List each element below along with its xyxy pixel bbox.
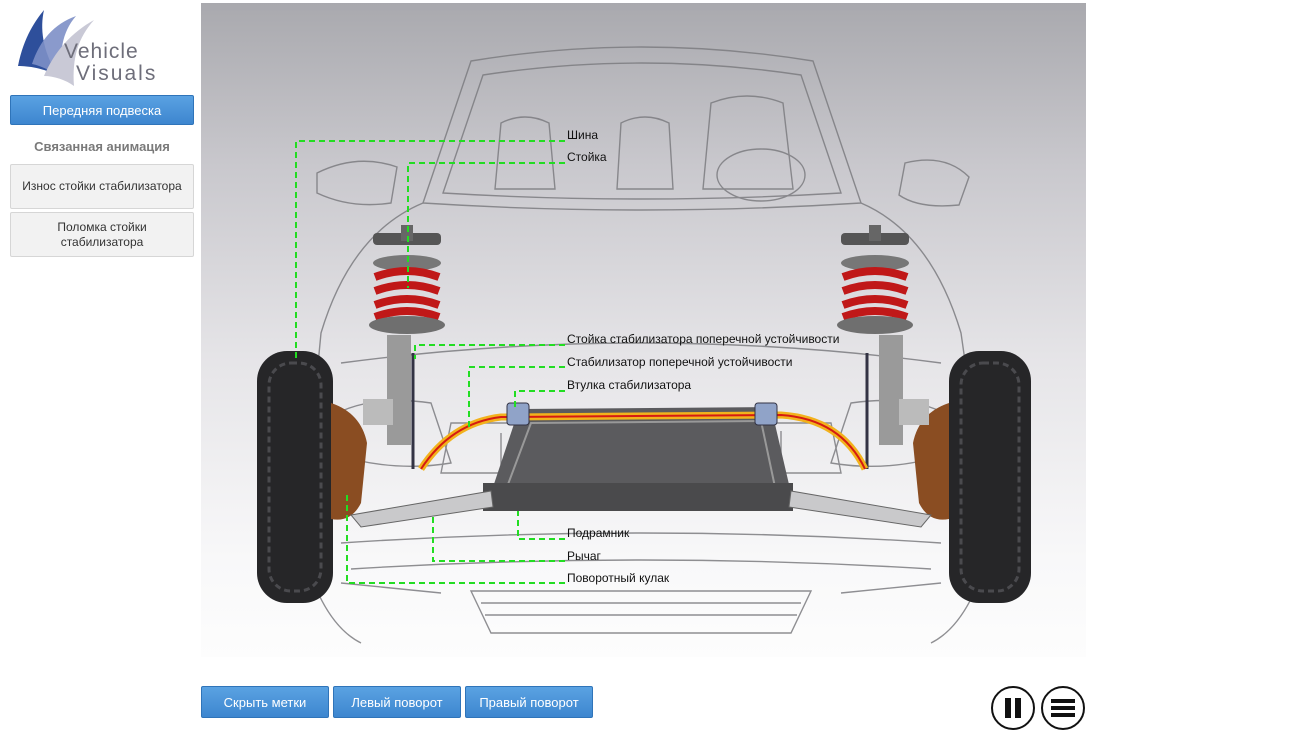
pause-icon <box>1005 698 1021 718</box>
brand-line2: Visuals <box>76 62 157 85</box>
left-tire-graphic <box>257 351 333 603</box>
right-tire-graphic <box>949 351 1031 603</box>
turn-right-button[interactable]: Правый поворот <box>465 686 593 718</box>
left-strut-graphic <box>363 225 445 445</box>
front-suspension-button[interactable]: Передняя подвеска <box>10 95 194 125</box>
suspension-viewer[interactable]: Шина Стойка Стойка стабилизатора попереч… <box>201 3 1086 657</box>
brand-line1: Vehicle <box>64 40 139 63</box>
pause-button[interactable] <box>991 686 1035 730</box>
turn-left-button[interactable]: Левый поворот <box>333 686 461 718</box>
hide-labels-button[interactable]: Скрыть метки <box>201 686 329 718</box>
leader-lines <box>295 140 565 584</box>
label-subframe[interactable]: Подрамник <box>567 526 630 540</box>
subframe-graphic <box>483 407 793 511</box>
menu-button[interactable] <box>1041 686 1085 730</box>
label-strut[interactable]: Стойка <box>567 150 607 164</box>
label-bushing[interactable]: Втулка стабилизатора <box>567 378 692 392</box>
sway-link-wear-button[interactable]: Износ стойки стабилизатора <box>10 164 194 209</box>
menu-icon <box>1051 699 1075 717</box>
label-arm[interactable]: Рычаг <box>567 549 601 563</box>
vehicle-visuals-logo: Vehicle Visuals <box>14 6 194 90</box>
label-sway-bar[interactable]: Стабилизатор поперечной устойчивости <box>567 355 793 369</box>
label-knuckle[interactable]: Поворотный кулак <box>567 571 670 585</box>
sway-link-failure-button[interactable]: Поломка стойки стабилизатора <box>10 212 194 257</box>
related-animation-heading: Связанная анимация <box>34 139 170 154</box>
label-tire[interactable]: Шина <box>567 128 599 142</box>
front-suspension-illustration <box>257 46 1031 644</box>
right-strut-graphic <box>837 225 929 445</box>
label-sway-link[interactable]: Стойка стабилизатора поперечной устойчив… <box>567 332 840 346</box>
